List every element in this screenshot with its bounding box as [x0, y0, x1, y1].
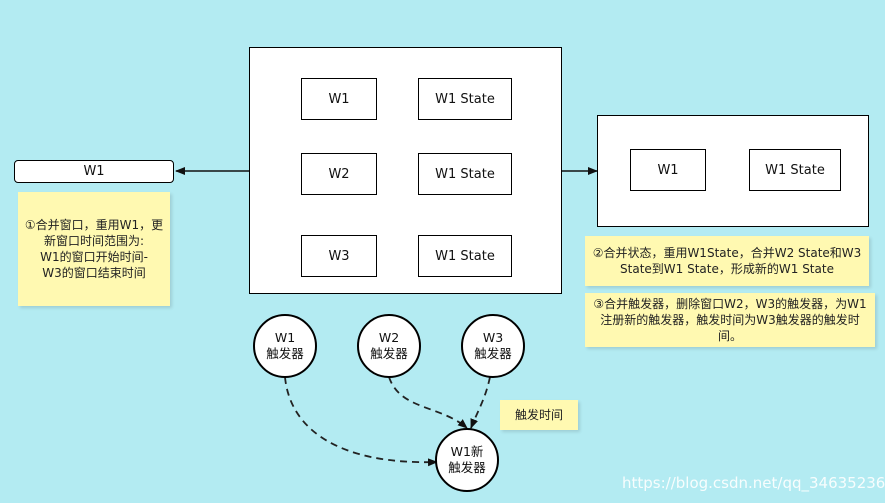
- note-merge-trigger: ③合并触发器，删除窗口W2，W3的触发器，为W1注册新的触发器，触发时间为W3触…: [585, 293, 875, 347]
- trigger-sub: 触发器: [474, 346, 512, 361]
- note-merge-window: ①合并窗口，重用W1，更新窗口时间范围为: W1的窗口开始时间- W3的窗口结束…: [18, 192, 170, 306]
- center-state-3: W1 State: [418, 235, 512, 277]
- left-window-w1: W1: [14, 160, 174, 183]
- center-window-w3: W3: [301, 235, 377, 277]
- window-label: W2: [328, 166, 350, 182]
- trigger-name: W1新: [450, 444, 484, 459]
- trigger-w2: W2 触发器: [357, 314, 421, 378]
- state-label: W1 State: [435, 91, 495, 107]
- right-window-w1: W1: [630, 149, 706, 191]
- state-label: W1 State: [435, 248, 495, 264]
- right-state: W1 State: [749, 149, 841, 191]
- note-trigger-time-text: 触发时间: [514, 408, 563, 422]
- center-state-1: W1 State: [418, 78, 512, 120]
- dashed-trigger-w2: [388, 376, 468, 429]
- note-trigger-time: 触发时间: [500, 400, 578, 430]
- note-merge-trigger-text: ③合并触发器，删除窗口W2，W3的触发器，为W1注册新的触发器，触发时间为W3触…: [593, 297, 867, 343]
- trigger-name: W3: [482, 330, 504, 345]
- state-label: W1 State: [765, 162, 825, 178]
- trigger-w3: W3 触发器: [461, 314, 525, 378]
- dashed-trigger-w3: [470, 376, 491, 429]
- trigger-w1-new: W1新 触发器: [435, 428, 499, 492]
- trigger-sub: 触发器: [370, 346, 408, 361]
- watermark: https://blog.csdn.net/qq_34635236: [622, 474, 885, 494]
- trigger-sub: 触发器: [266, 346, 304, 361]
- trigger-sub: 触发器: [448, 460, 486, 475]
- note-merge-window-text: ①合并窗口，重用W1，更新窗口时间范围为: W1的窗口开始时间- W3的窗口结束…: [24, 218, 164, 280]
- state-label: W1 State: [435, 166, 495, 182]
- note-merge-state: ②合并状态，重用W1State，合并W2 State和W3 State到W1 S…: [585, 236, 869, 286]
- trigger-w1: W1 触发器: [253, 314, 317, 378]
- window-label: W3: [328, 248, 350, 264]
- dashed-trigger-w1: [284, 376, 438, 467]
- center-panel: [249, 47, 562, 294]
- center-window-w2: W2: [301, 153, 377, 195]
- window-label: W1: [657, 162, 679, 178]
- note-merge-state-text: ②合并状态，重用W1State，合并W2 State和W3 State到W1 S…: [592, 246, 862, 276]
- watermark-text: https://blog.csdn.net/qq_34635236: [622, 474, 885, 492]
- trigger-name: W1: [274, 330, 296, 345]
- window-label: W1: [328, 91, 350, 107]
- trigger-name: W2: [378, 330, 400, 345]
- left-window-label: W1: [83, 164, 105, 179]
- center-state-2: W1 State: [418, 153, 512, 195]
- center-window-w1: W1: [301, 78, 377, 120]
